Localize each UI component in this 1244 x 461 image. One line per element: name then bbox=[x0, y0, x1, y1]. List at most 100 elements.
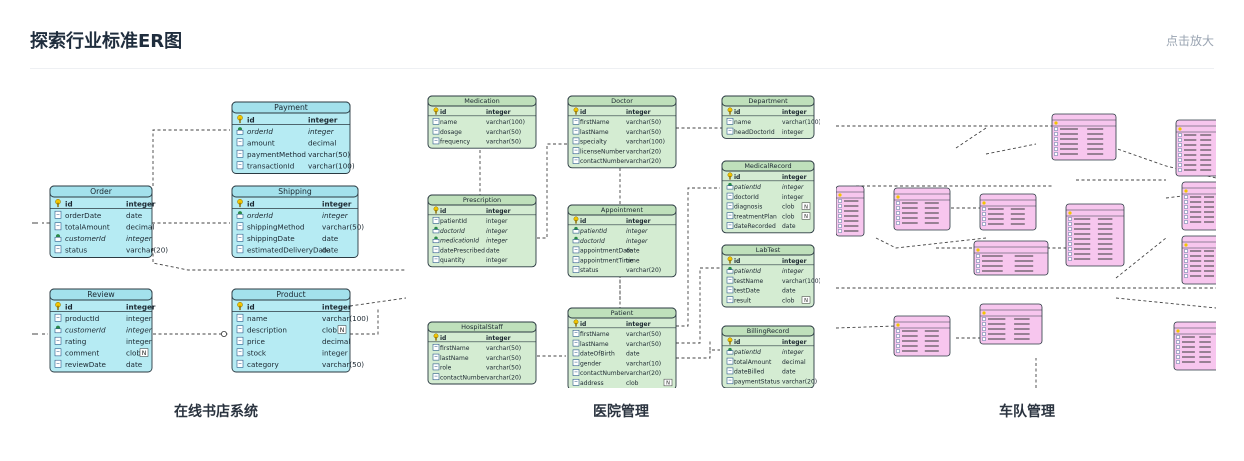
column-icon bbox=[54, 328, 62, 334]
column-name: id bbox=[580, 109, 586, 116]
key-icon bbox=[982, 201, 986, 205]
column-type: integer bbox=[626, 109, 651, 116]
page-title: 探索行业标准ER图 bbox=[30, 31, 183, 52]
entity-box bbox=[893, 187, 951, 231]
column-icon bbox=[1176, 345, 1180, 349]
column-icon bbox=[432, 353, 440, 361]
column-name: testName bbox=[734, 278, 764, 285]
column-type: date bbox=[782, 369, 796, 376]
column-icon bbox=[726, 269, 734, 274]
column-icon bbox=[726, 350, 734, 355]
column-icon bbox=[572, 229, 580, 234]
column-name: name bbox=[440, 119, 457, 126]
column-icon bbox=[1054, 132, 1058, 136]
column-icon bbox=[838, 229, 842, 233]
column-icon bbox=[54, 336, 62, 345]
column-icon bbox=[838, 209, 842, 213]
entity-trip bbox=[893, 187, 951, 231]
column-type: varchar(50) bbox=[626, 331, 661, 338]
column-icon bbox=[432, 137, 440, 145]
column-type: integer bbox=[486, 257, 508, 264]
column-name: shippingDate bbox=[247, 234, 295, 243]
nullable-icon-label: N bbox=[804, 204, 808, 210]
entity-header bbox=[721, 244, 815, 256]
column-type: clob bbox=[782, 204, 795, 211]
column-type: clob bbox=[626, 380, 639, 387]
nullable-icon bbox=[139, 348, 149, 357]
fleet-caption: 车队管理 bbox=[999, 404, 1055, 420]
column-icon bbox=[1184, 264, 1188, 268]
zoom-link[interactable]: 点击放大 bbox=[1165, 34, 1214, 48]
column-icon bbox=[896, 221, 900, 225]
column-type: date bbox=[626, 351, 640, 358]
column-name: rating bbox=[65, 337, 86, 346]
key-icon bbox=[976, 248, 980, 252]
column-icon bbox=[726, 276, 734, 284]
column-type: varchar(50) bbox=[308, 150, 350, 159]
column-type: integer bbox=[322, 199, 352, 208]
column-icon bbox=[236, 313, 244, 322]
column-icon bbox=[1176, 355, 1180, 359]
column-icon bbox=[976, 259, 980, 263]
column-icon bbox=[54, 359, 62, 368]
column-icon bbox=[896, 216, 900, 220]
column-icon bbox=[896, 201, 900, 205]
column-icon bbox=[1184, 210, 1188, 214]
column-name: category bbox=[247, 360, 280, 369]
entity-header bbox=[567, 95, 677, 107]
column-icon bbox=[236, 138, 244, 147]
key-icon bbox=[1184, 243, 1188, 247]
column-name: contactNumber bbox=[440, 374, 487, 381]
column-type: varchar(50) bbox=[486, 355, 521, 362]
relationship-line bbox=[875, 237, 987, 249]
column-type: integer bbox=[782, 339, 807, 346]
column-icon bbox=[1178, 153, 1182, 157]
column-name: specialty bbox=[580, 139, 607, 146]
key-icon-stem bbox=[57, 202, 59, 208]
column-name: appointmentTime bbox=[580, 257, 633, 264]
fleet-er-diagram[interactable] bbox=[836, 88, 1216, 388]
entity-header bbox=[231, 185, 359, 198]
entity-name: Prescription bbox=[463, 196, 501, 204]
column-icon bbox=[726, 212, 734, 220]
column-name: doctorId bbox=[580, 238, 605, 245]
column-icon bbox=[726, 377, 734, 385]
column-name: firstName bbox=[580, 119, 610, 126]
column-type: integer bbox=[126, 325, 153, 334]
column-name: customerId bbox=[65, 325, 106, 334]
key-icon-stem bbox=[239, 202, 241, 208]
column-icon bbox=[982, 207, 986, 211]
column-icon bbox=[976, 264, 980, 268]
column-icon bbox=[726, 222, 734, 229]
entity-box bbox=[1173, 321, 1216, 371]
entity-name: Product bbox=[276, 290, 305, 299]
column-type: varchar(100) bbox=[782, 119, 820, 126]
column-icon bbox=[726, 185, 734, 190]
column-type: clob bbox=[322, 325, 337, 334]
column-icon bbox=[1184, 269, 1188, 273]
entity-vehicle bbox=[1065, 203, 1125, 267]
key-icon-stem bbox=[239, 118, 241, 124]
column-type: decimal bbox=[782, 359, 806, 366]
column-name: dateOfBirth bbox=[580, 351, 615, 358]
column-icon bbox=[1068, 237, 1072, 241]
entity-maintenancerecord bbox=[1051, 113, 1117, 161]
entity-header bbox=[721, 160, 815, 172]
column-name: datePrescribed bbox=[440, 247, 485, 254]
entity-assignment bbox=[893, 315, 951, 357]
column-name: frequency bbox=[440, 139, 471, 146]
column-icon bbox=[982, 322, 986, 326]
column-name: patientId bbox=[579, 228, 607, 235]
entity-header bbox=[721, 325, 815, 337]
column-icon bbox=[1184, 220, 1188, 224]
fleet-diagram-canvas bbox=[836, 113, 1216, 388]
column-type: varchar(50) bbox=[322, 360, 364, 369]
entity-name: Doctor bbox=[611, 97, 633, 105]
column-type: integer bbox=[126, 337, 152, 346]
